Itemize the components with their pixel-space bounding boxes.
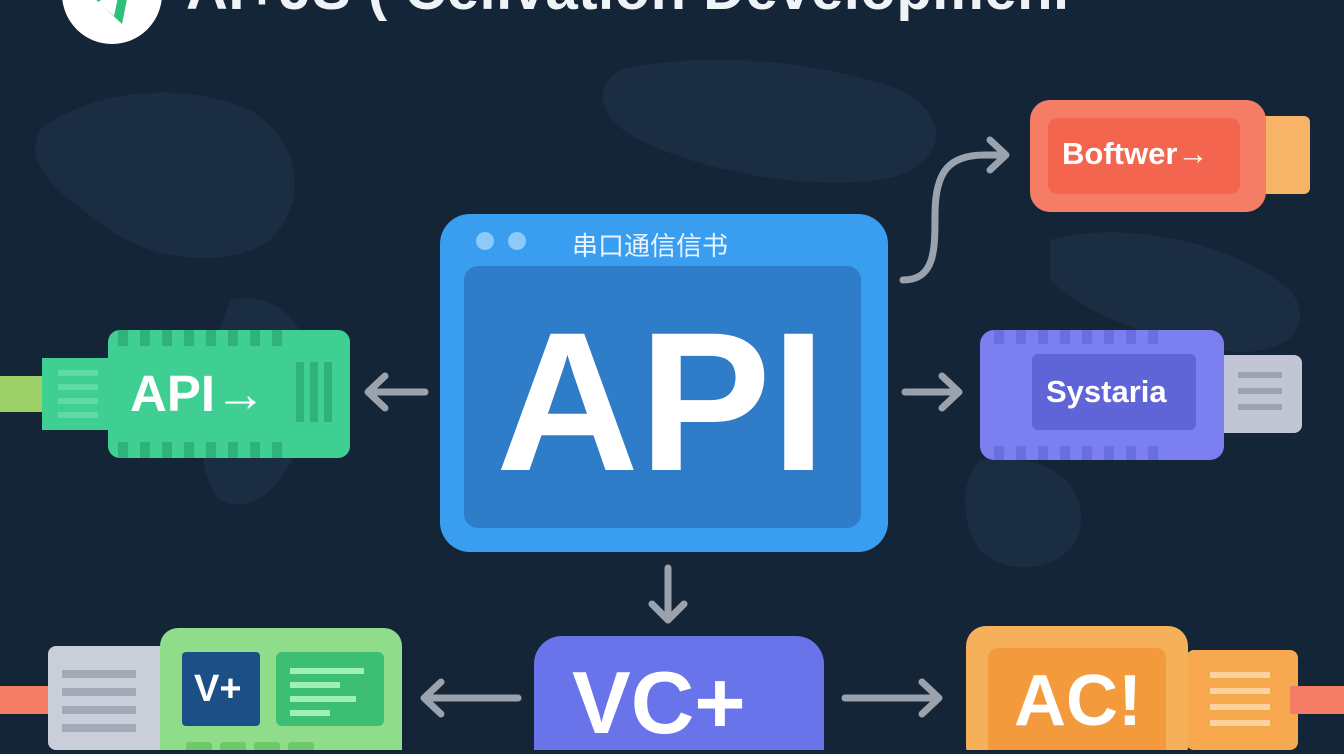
plug-bottom-left-badge: V+ [194, 668, 242, 710]
plug-top-right-label: Boftwer→ [1062, 136, 1209, 171]
app-logo [62, 0, 162, 44]
plug-right[interactable] [980, 330, 1302, 460]
plug-bottom-center-label: VC+ [572, 653, 746, 752]
arrow-to-top-right [899, 151, 1007, 284]
page-title: AI+JS ( Cellvation Developmeni [186, 0, 1070, 23]
arrow-to-left-head [364, 372, 389, 412]
api-card-label: API [495, 291, 827, 512]
plug-right-label: Systaria [1046, 374, 1167, 409]
plug-bottom-right[interactable] [966, 626, 1344, 750]
plug-top-right[interactable] [1030, 100, 1310, 212]
arrow-to-bottom-left-head [420, 678, 445, 718]
arrow-to-top-right-head [986, 136, 1010, 174]
arrow-to-right-head [938, 372, 963, 412]
api-window-card[interactable] [440, 214, 888, 552]
api-card-caption: 串口通信信书 [572, 231, 729, 261]
arrow-to-bottom-right-head [918, 678, 943, 718]
plug-bottom-right-label: AC! [1014, 661, 1142, 741]
plug-bottom-left[interactable] [0, 628, 402, 750]
plug-bottom-center[interactable] [534, 636, 824, 750]
arrow-down-head [648, 600, 688, 624]
plug-left-label: API→ [130, 365, 267, 422]
plug-left[interactable] [0, 330, 350, 458]
